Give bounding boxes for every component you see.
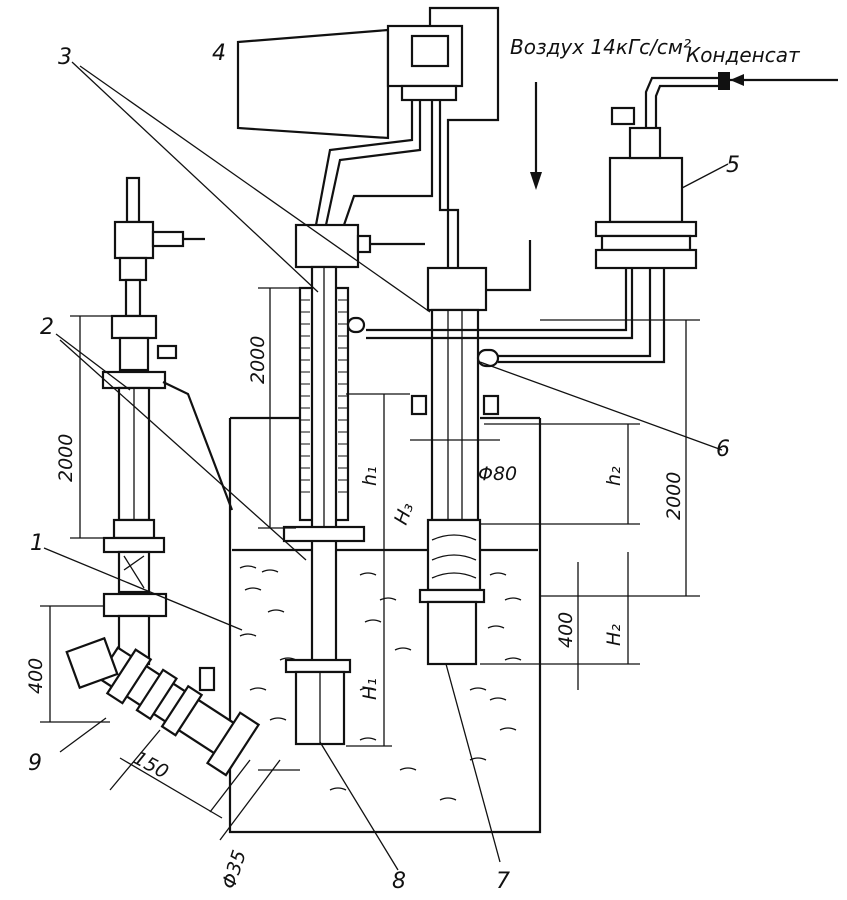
dim-h1: h₁ xyxy=(359,466,381,486)
dim-H1: H₁ xyxy=(359,678,381,700)
air-arrow xyxy=(530,82,542,190)
dim-2000-right: 2000 xyxy=(663,472,685,520)
dim-H3: H₃ xyxy=(390,500,418,528)
recorder-unit xyxy=(236,24,464,140)
label-7: 7 xyxy=(496,869,510,894)
dim-phi35: Φ35 xyxy=(218,848,251,892)
dim-2000-center: 2000 xyxy=(247,336,269,384)
dim-H2: H₂ xyxy=(603,624,625,646)
left-pipe-assembly xyxy=(65,176,261,777)
dim-2000-left: 2000 xyxy=(55,434,77,482)
dim-150: 150 xyxy=(130,747,172,783)
water-ripples xyxy=(239,565,522,801)
label-5: 5 xyxy=(726,153,740,178)
label-9: 9 xyxy=(28,751,42,776)
center-pipe-assembly xyxy=(282,223,425,746)
leader-lines xyxy=(43,61,729,871)
dim-phi80: Φ80 xyxy=(478,463,517,485)
label-8: 8 xyxy=(392,869,406,894)
label-6: 6 xyxy=(716,437,730,462)
dim-h2: h₂ xyxy=(603,466,625,486)
header-condensate: Конденсат xyxy=(686,43,801,67)
condensate-pot xyxy=(594,72,838,270)
piping xyxy=(314,6,666,364)
dimension-lines xyxy=(40,287,700,841)
label-3: 3 xyxy=(58,45,72,70)
right-pipe-assembly xyxy=(410,240,532,666)
label-2: 2 xyxy=(40,315,54,340)
dim-400-left: 400 xyxy=(25,658,47,694)
label-1: 1 xyxy=(30,531,44,556)
dim-400-right: 400 xyxy=(555,612,577,648)
header-air-pressure: Воздух 14кГс/см² xyxy=(510,35,691,59)
label-4: 4 xyxy=(212,41,226,66)
